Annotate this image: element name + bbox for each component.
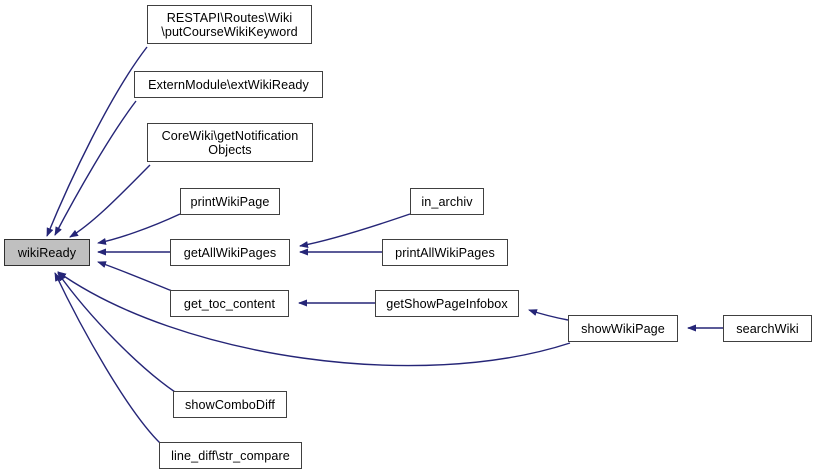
graph-node-wikiReady[interactable]: wikiReady (4, 239, 90, 266)
graph-node-str_compare[interactable]: line_diff\str_compare (159, 442, 302, 469)
graph-edge-putCourseWikiKeyword-to-wikiReady (46, 46, 148, 237)
graph-edge-showWikiPage-to-wikiReady (57, 271, 571, 367)
graph-edge-showWikiPage-to-getShowPageInfobox (528, 309, 569, 321)
graph-edge-extWikiReady-to-wikiReady (54, 100, 137, 236)
graph-node-searchWiki[interactable]: searchWiki (723, 315, 812, 342)
graph-node-getShowPageInfobox[interactable]: getShowPageInfobox (375, 290, 519, 317)
graph-node-get_toc_content[interactable]: get_toc_content (170, 290, 289, 317)
graph-node-showWikiPage[interactable]: showWikiPage (568, 315, 678, 342)
graph-node-getNotificationObjects[interactable]: CoreWiki\getNotification Objects (147, 123, 313, 162)
graph-node-putCourseWikiKeyword[interactable]: RESTAPI\Routes\Wiki \putCourseWikiKeywor… (147, 5, 312, 44)
graph-edge-printWikiPage-to-wikiReady (97, 213, 181, 245)
graph-node-in_archiv[interactable]: in_archiv (410, 188, 484, 215)
graph-node-extWikiReady[interactable]: ExternModule\extWikiReady (134, 71, 323, 98)
graph-node-showComboDiff[interactable]: showComboDiff (173, 391, 287, 418)
graph-edge-showComboDiff-to-wikiReady (57, 272, 176, 393)
graph-node-getAllWikiPages[interactable]: getAllWikiPages (170, 239, 290, 266)
graph-edge-getNotificationObjects-to-wikiReady (69, 164, 151, 238)
graph-edge-str_compare-to-wikiReady (54, 272, 162, 445)
graph-node-printWikiPage[interactable]: printWikiPage (180, 188, 280, 215)
graph-node-printAllWikiPages[interactable]: printAllWikiPages (382, 239, 508, 266)
graph-edge-get_toc_content-to-wikiReady (97, 261, 173, 292)
